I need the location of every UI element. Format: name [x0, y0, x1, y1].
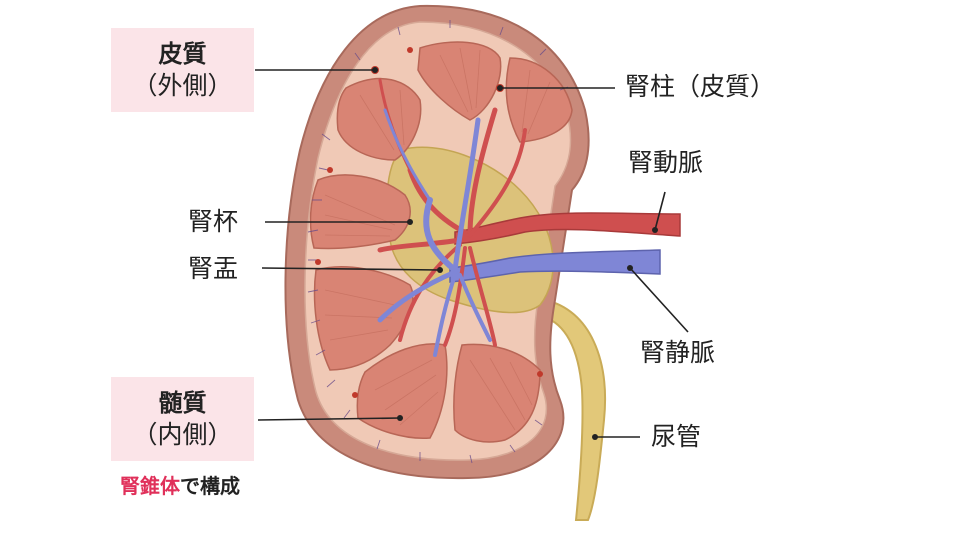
- ureter-tube: [538, 298, 606, 521]
- vein-branches: [377, 108, 492, 357]
- renal-vein-label: 腎静脈: [640, 338, 716, 367]
- cortex-subtitle: （外側）: [132, 71, 233, 100]
- medulla-title: 髄質: [158, 389, 207, 417]
- pelvis-label: 腎盂: [188, 254, 239, 283]
- ureter-label: 尿管: [651, 422, 702, 451]
- renal-artery: [454, 212, 681, 245]
- renal-pyramids: [309, 41, 573, 443]
- note-rest: で構成: [180, 474, 240, 498]
- cortex-title: 皮質: [158, 40, 207, 68]
- renal-column-label: 腎柱（皮質）: [625, 72, 776, 101]
- leader-lines: [255, 69, 689, 438]
- medulla-label-box: 髄質 （内側）: [111, 377, 254, 461]
- leader-dots: [372, 67, 658, 440]
- medulla-note: 腎錐体で構成: [120, 470, 240, 499]
- note-accent: 腎錐体: [120, 474, 180, 498]
- medulla-subtitle: （内側）: [132, 420, 233, 449]
- calyx-label: 腎杯: [188, 207, 239, 236]
- renal-vein: [449, 249, 661, 283]
- renal-artery-label: 腎動脈: [628, 148, 704, 177]
- cortex-label-box: 皮質 （外側）: [111, 28, 254, 112]
